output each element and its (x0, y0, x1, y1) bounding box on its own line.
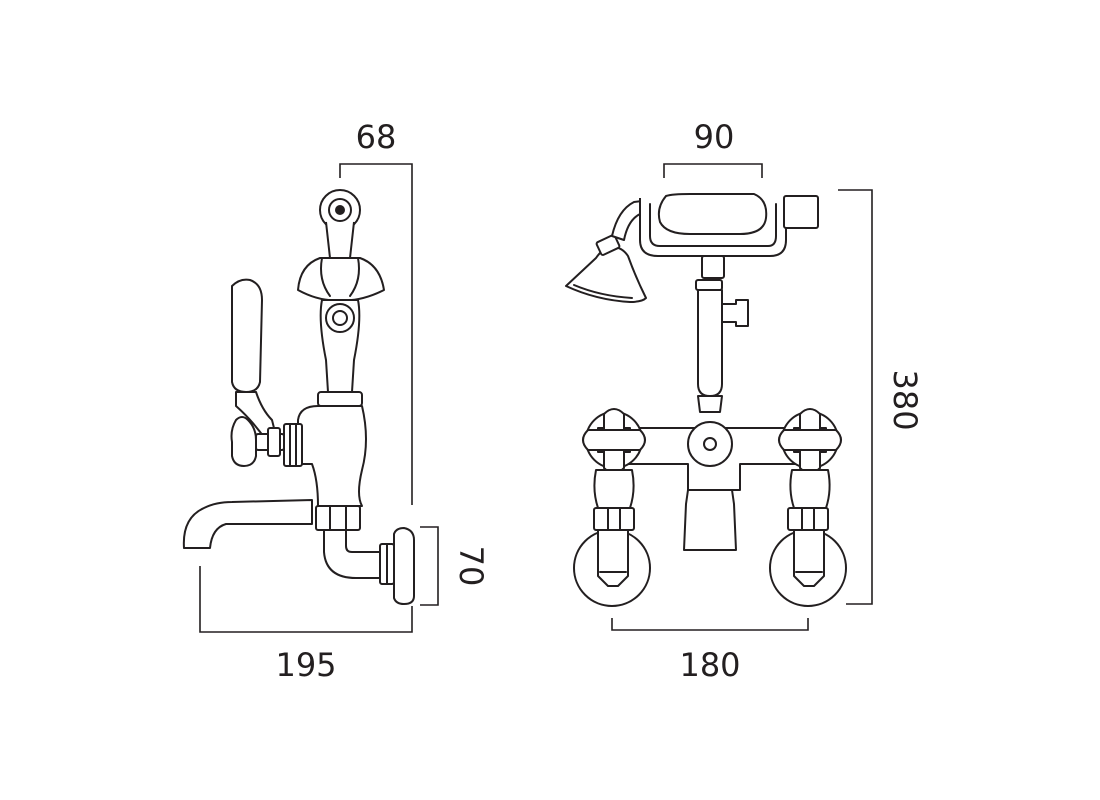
front-left-cross-handle (582, 408, 646, 474)
side-view: 68 70 195 (182, 118, 490, 684)
front-left-leg (573, 469, 651, 607)
side-spout (182, 499, 313, 549)
dim-195-label: 195 (275, 646, 336, 684)
dim-180-label: 180 (679, 646, 740, 684)
dim-90: 90 (663, 118, 763, 178)
dim-180: 180 (611, 618, 809, 684)
side-elbow (323, 529, 395, 585)
dim-70-label: 70 (452, 546, 490, 587)
side-lever-handle (231, 278, 277, 441)
front-handset (639, 193, 819, 279)
side-wall-flange (393, 527, 415, 605)
front-riser (695, 279, 749, 413)
front-right-leg (769, 469, 847, 607)
dim-68-label: 68 (356, 118, 397, 156)
side-handset (297, 189, 385, 302)
dim-70: 70 (420, 526, 490, 606)
dim-380-label: 380 (886, 369, 924, 430)
front-view: 90 180 380 (565, 118, 924, 684)
side-union-nut (315, 505, 361, 531)
front-bridge-body (621, 421, 801, 551)
side-valve-body (283, 405, 367, 507)
side-cross-knob (230, 416, 285, 467)
side-stem (317, 299, 363, 407)
front-shower-rose (565, 199, 651, 303)
front-right-cross-handle (778, 408, 842, 474)
dim-90-label: 90 (694, 118, 735, 156)
dim-68: 68 (339, 118, 413, 505)
dim-380: 380 (838, 189, 924, 605)
dim-195: 195 (199, 566, 413, 684)
